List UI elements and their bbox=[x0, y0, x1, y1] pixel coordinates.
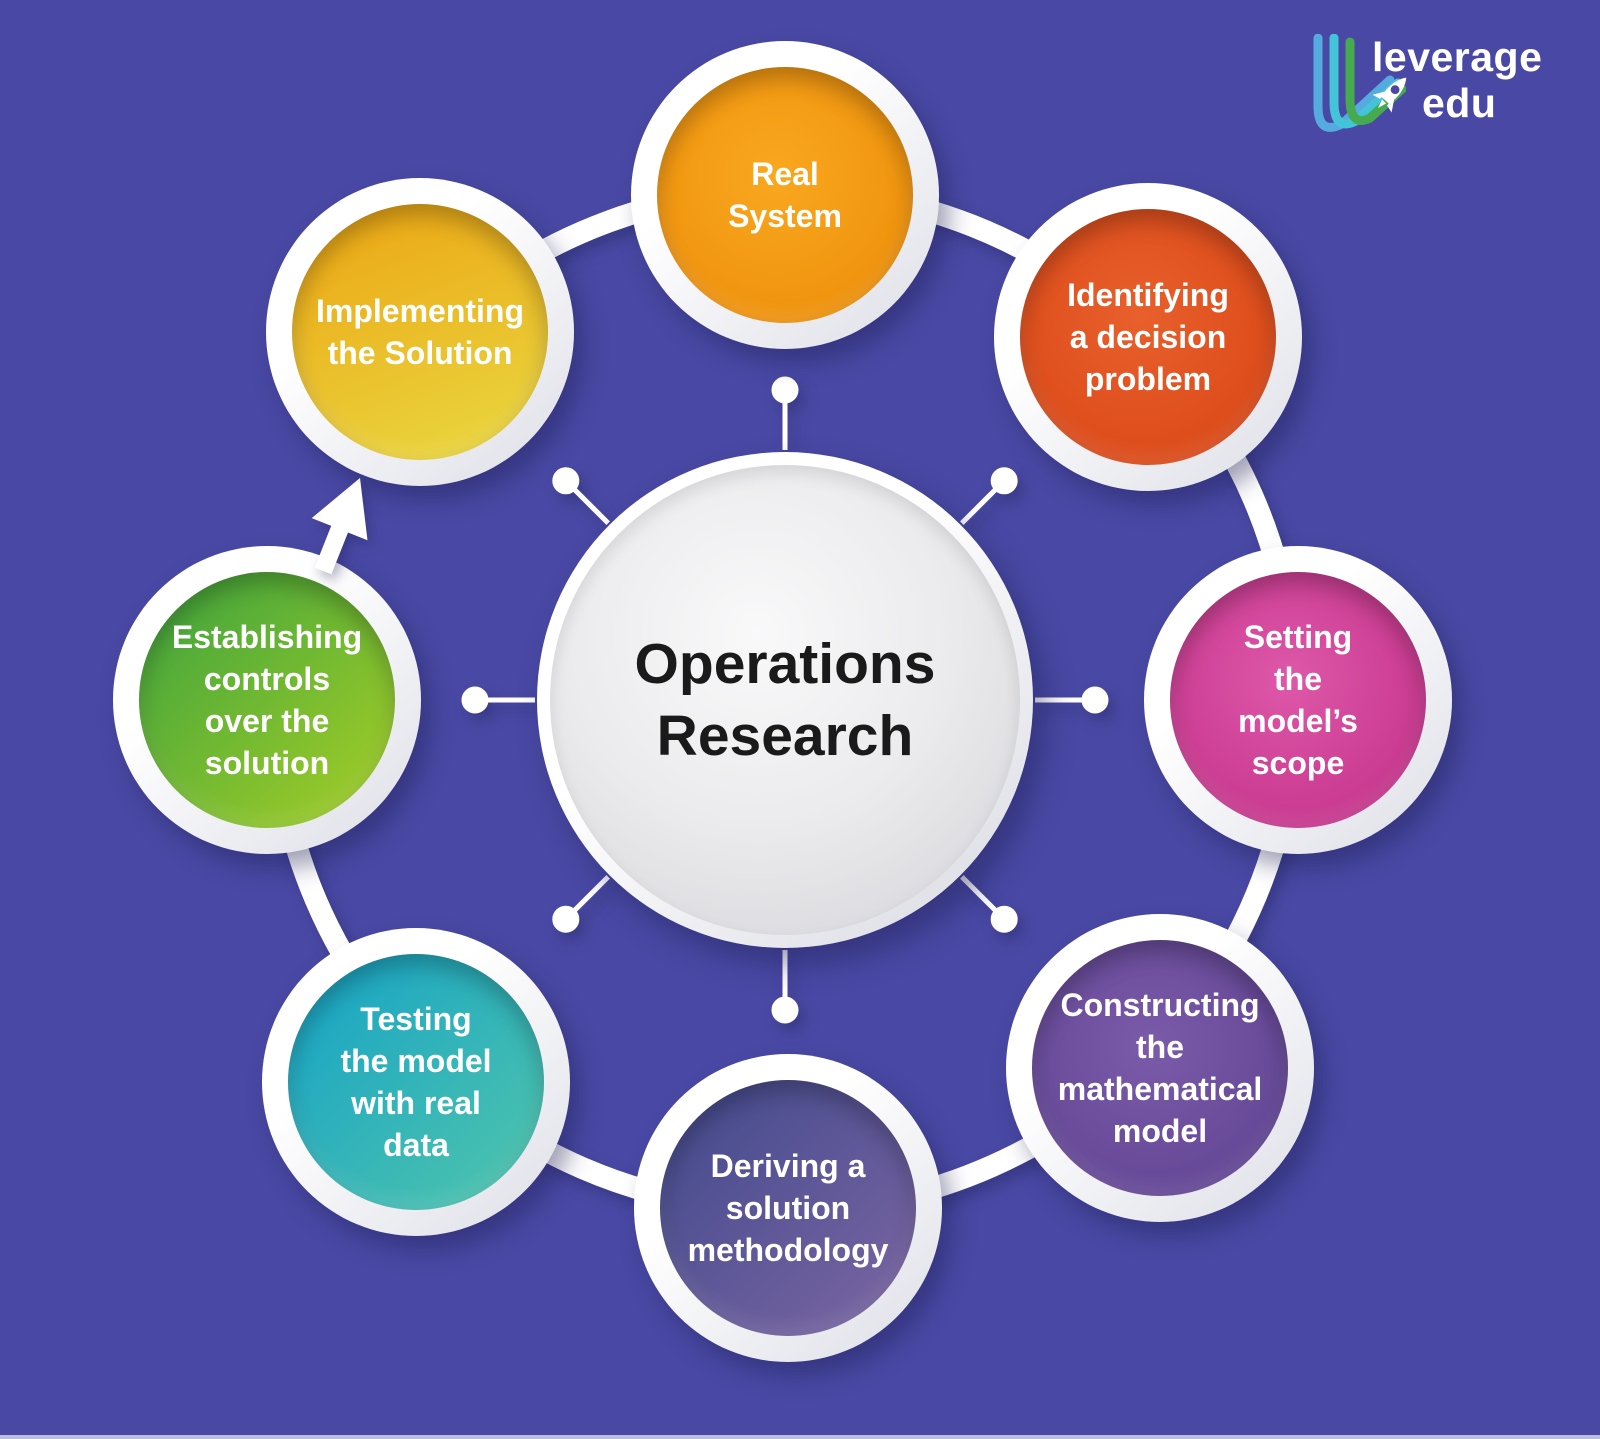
node-implementing-the-solution: Implementing the Solution bbox=[266, 178, 574, 486]
node-setting-circle: Setting the model’s scope bbox=[1170, 572, 1426, 828]
node-testing-label: Testing the model with real data bbox=[340, 1001, 492, 1163]
node-testing-circle: Testing the model with real data bbox=[288, 954, 544, 1210]
node-identifying-circle: Identifying a decision problem bbox=[1020, 209, 1276, 465]
node-real-system-label: Real System bbox=[728, 156, 842, 234]
node-deriving-label: Deriving a solution methodology bbox=[687, 1148, 889, 1268]
node-real-system-circle: Real System bbox=[657, 67, 913, 323]
center-circle-face: Operations Research bbox=[550, 465, 1020, 935]
node-deriving-a-solution-methodology: Deriving a solution methodology bbox=[634, 1054, 942, 1362]
node-identifying-label: Identifying a decision problem bbox=[1067, 277, 1229, 397]
center-title: Operations Research bbox=[634, 632, 936, 768]
node-identifying-a-decision-problem: Identifying a decision problem bbox=[994, 183, 1302, 491]
node-constructing-circle: Constructing the mathematical model bbox=[1032, 940, 1288, 1196]
node-establishing-circle: Establishing controls over the solution bbox=[139, 572, 395, 828]
node-deriving-circle: Deriving a solution methodology bbox=[660, 1080, 916, 1336]
node-implementing-circle: Implementing the Solution bbox=[292, 204, 548, 460]
node-establishing-label: Establishing controls over the solution bbox=[171, 619, 363, 781]
node-setting-label: Setting the model’s scope bbox=[1238, 619, 1358, 781]
leverage-edu-mark-icon bbox=[1313, 34, 1406, 132]
node-real-system: Real System bbox=[631, 41, 939, 349]
node-implementing-label: Implementing the Solution bbox=[315, 293, 524, 371]
bottom-edge-strip bbox=[0, 1435, 1600, 1439]
center-spokes bbox=[461, 376, 1109, 1024]
node-constructing-the-mathematical-model: Constructing the mathematical model bbox=[1006, 914, 1314, 1222]
logo-leverage-edu: leverage edu bbox=[1310, 24, 1590, 159]
logo-text-leverage: leverage bbox=[1372, 34, 1543, 80]
node-establishing-controls-over-the-solution: Establishing controls over the solution bbox=[113, 546, 421, 854]
node-setting-the-models-scope: Setting the model’s scope bbox=[1144, 546, 1452, 854]
cycle-arrow-icon bbox=[311, 478, 368, 575]
rocket-icon bbox=[1372, 77, 1407, 113]
logo-text-edu: edu bbox=[1422, 80, 1497, 126]
center-circle: Operations Research bbox=[537, 452, 1033, 948]
node-testing-the-model-with-real-data: Testing the model with real data bbox=[262, 928, 570, 1236]
node-constructing-label: Constructing the mathematical model bbox=[1057, 987, 1263, 1149]
